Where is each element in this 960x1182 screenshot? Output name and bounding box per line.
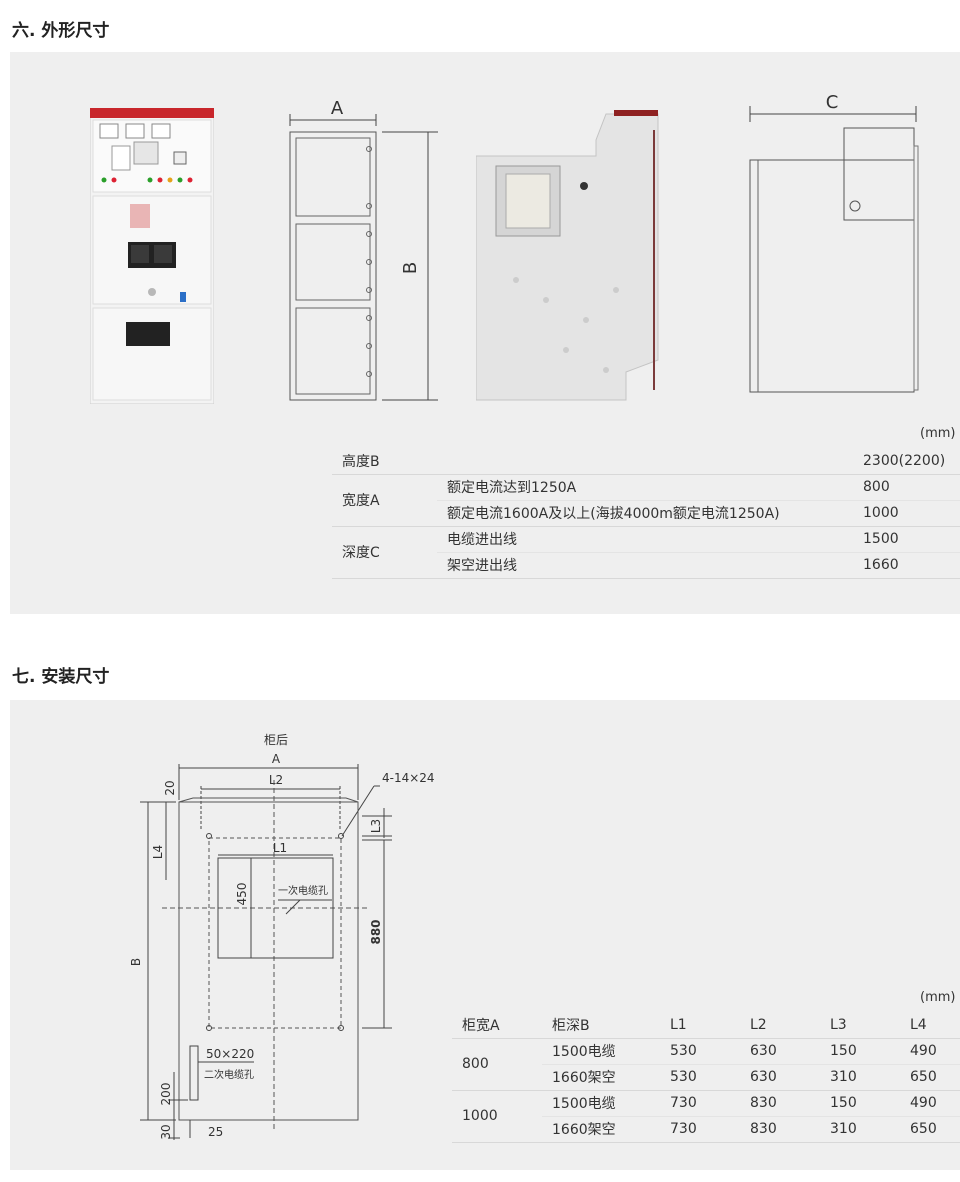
depth-cell: 1500电缆 xyxy=(552,1096,616,1112)
label-25: 25 xyxy=(208,1125,223,1139)
l3-cell: 150 xyxy=(830,1043,857,1059)
param-cell: 深度C xyxy=(332,526,437,579)
label-200: 200 xyxy=(159,1083,173,1106)
label-450: 450 xyxy=(235,883,249,906)
param-cell: 宽度A xyxy=(332,474,437,527)
cabinet-side-image xyxy=(476,110,659,401)
value-cell: 1000 xyxy=(863,505,899,521)
label-20: 20 xyxy=(163,780,177,795)
value-cell: 1500 xyxy=(863,531,899,547)
table-row: 宽度A 额定电流达到1250A 800 xyxy=(332,474,960,527)
l4-cell: 650 xyxy=(910,1121,937,1137)
label-b: B xyxy=(400,262,421,274)
section-title-dimensions: 六. 外形尺寸 xyxy=(12,21,110,41)
l1-cell: 730 xyxy=(670,1095,697,1111)
l2-cell: 830 xyxy=(750,1095,777,1111)
header-cell: 柜宽A xyxy=(462,1017,500,1034)
condition-cell: 电缆进出线 xyxy=(447,532,517,548)
cabinet-front-image xyxy=(90,108,214,404)
l4-cell: 490 xyxy=(910,1043,937,1059)
l2-cell: 630 xyxy=(750,1043,777,1059)
l3-cell: 310 xyxy=(830,1069,857,1085)
header-cell: L3 xyxy=(830,1016,847,1033)
condition-cell xyxy=(437,448,853,474)
unit-label-installation: (mm) xyxy=(920,990,956,1005)
label-c: C xyxy=(826,92,839,113)
label-l2: L2 xyxy=(269,773,283,787)
front-outline-drawing: A B xyxy=(289,98,438,401)
label-l3: L3 xyxy=(369,819,383,833)
param-cell: 高度B xyxy=(342,453,380,470)
label-primary-hole: 一次电缆孔 xyxy=(278,884,328,897)
l1-cell: 730 xyxy=(670,1121,697,1137)
label-dim-b: B xyxy=(129,958,143,966)
table-header-row: 柜宽A 柜深B L1 L2 L3 L4 xyxy=(452,1012,960,1038)
l1-cell: 530 xyxy=(670,1043,697,1059)
table-row: 深度C 电缆进出线 1500 xyxy=(332,526,960,579)
header-cell: L2 xyxy=(750,1016,767,1033)
width-cell: 1000 xyxy=(452,1090,542,1143)
condition-cell: 额定电流达到1250A xyxy=(447,480,577,496)
label-l1: L1 xyxy=(273,841,287,855)
l2-cell: 830 xyxy=(750,1121,777,1137)
header-cell: L4 xyxy=(910,1016,927,1033)
label-secondary-hole: 二次电缆孔 xyxy=(204,1068,254,1081)
l4-cell: 650 xyxy=(910,1069,937,1085)
condition-cell: 架空进出线 xyxy=(447,558,517,574)
table-row: 800 1500电缆 530 630 150 490 xyxy=(452,1038,960,1091)
l3-cell: 150 xyxy=(830,1095,857,1111)
l1-cell: 530 xyxy=(670,1069,697,1085)
table-row: 架空进出线 1660 xyxy=(332,552,960,578)
installation-drawing: 柜后 A L2 20 4-14×24 L1 450 一次电缆孔 xyxy=(129,733,435,1140)
label-rear: 柜后 xyxy=(264,733,288,747)
l2-cell: 630 xyxy=(750,1069,777,1085)
table-row: 1000 1500电缆 730 830 150 490 xyxy=(452,1090,960,1143)
value-cell: 800 xyxy=(863,479,890,495)
depth-cell: 1660架空 xyxy=(552,1070,616,1086)
condition-cell: 额定电流1600A及以上(海拔4000m额定电流1250A) xyxy=(447,506,780,522)
value-cell: 1660 xyxy=(863,557,899,573)
width-cell: 800 xyxy=(452,1038,542,1091)
label-a: A xyxy=(331,98,344,119)
header-cell: L1 xyxy=(670,1016,687,1033)
label-dim-a: A xyxy=(272,752,281,766)
label-slot: 50×220 xyxy=(206,1047,254,1061)
side-outline-drawing: C xyxy=(749,92,919,393)
table-row: 高度B 2300(2200) xyxy=(332,448,960,474)
label-holes: 4-14×24 xyxy=(382,771,435,785)
installation-table: 柜宽A 柜深B L1 L2 L3 L4 800 1500电缆 530 630 1… xyxy=(452,1012,960,1143)
table-row: 1660架空 730 830 310 650 xyxy=(452,1116,960,1142)
section-title-installation: 七. 安装尺寸 xyxy=(12,667,110,687)
label-30: 30 xyxy=(159,1124,173,1139)
depth-cell: 1500电缆 xyxy=(552,1044,616,1060)
label-880: 880 xyxy=(369,919,383,944)
installation-panel: 柜后 A L2 20 4-14×24 L1 450 一次电缆孔 xyxy=(10,700,960,1170)
depth-cell: 1660架空 xyxy=(552,1122,616,1138)
l3-cell: 310 xyxy=(830,1121,857,1137)
value-cell: 2300(2200) xyxy=(863,452,946,469)
table-row: 额定电流1600A及以上(海拔4000m额定电流1250A) 1000 xyxy=(332,500,960,526)
label-l4: L4 xyxy=(151,845,165,859)
dimensions-table: 高度B 2300(2200) 宽度A 额定电流达到1250A 800 额定电流1… xyxy=(332,448,960,579)
dimensions-panel: A B C xyxy=(10,52,960,614)
table-row: 1660架空 530 630 310 650 xyxy=(452,1064,960,1090)
l4-cell: 490 xyxy=(910,1095,937,1111)
header-cell: 柜深B xyxy=(552,1017,590,1034)
unit-label-dimensions: (mm) xyxy=(920,426,956,441)
